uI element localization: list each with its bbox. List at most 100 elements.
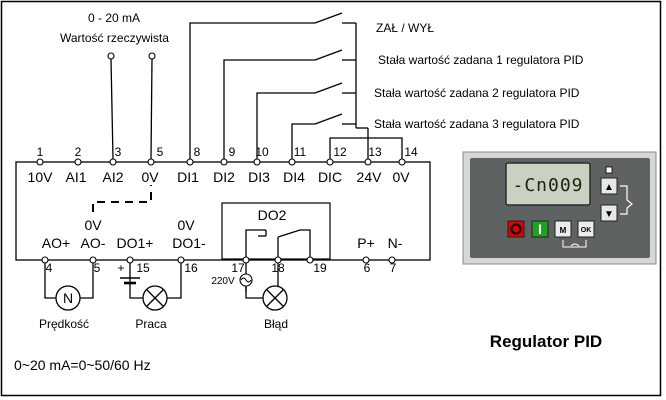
terminal-number: 2 bbox=[75, 145, 82, 159]
bottom-terminal-labels: 0V AO+ AO- DO1+ 0V DO1- DO2 P+ N- bbox=[42, 207, 403, 251]
wire-di3 bbox=[256, 92, 315, 159]
terminal-number: 15 bbox=[136, 261, 150, 275]
terminal-label: DI1 bbox=[177, 169, 199, 185]
terminal-label: AI1 bbox=[65, 169, 86, 185]
terminal-label: 0V bbox=[141, 169, 159, 185]
menu-key-label: M bbox=[560, 226, 567, 235]
terminal-point bbox=[306, 256, 314, 264]
terminal-number: 10 bbox=[255, 145, 269, 159]
terminal-point bbox=[362, 256, 370, 264]
relay-wire-left bbox=[245, 229, 266, 259]
terminal-number: 14 bbox=[404, 145, 418, 159]
up-icon: ▲ bbox=[604, 182, 614, 193]
relay-voltage: 220V bbox=[211, 276, 235, 287]
terminal-label: AI2 bbox=[102, 169, 123, 185]
sensor-point-plus bbox=[107, 52, 115, 60]
label-do1-minus: DO1- bbox=[172, 235, 206, 251]
terminal-label: 10V bbox=[28, 169, 54, 185]
terminal-point bbox=[220, 158, 228, 166]
terminal-label: 0V bbox=[392, 169, 410, 185]
stop-button[interactable] bbox=[507, 220, 525, 238]
terminal-label: DI4 bbox=[283, 169, 305, 185]
terminal-number: 16 bbox=[184, 261, 198, 275]
terminal-point bbox=[74, 158, 82, 166]
terminal-number: 3 bbox=[115, 145, 122, 159]
terminal-number: 17 bbox=[231, 261, 245, 275]
label-p-plus: P+ bbox=[357, 235, 375, 251]
label-do2: DO2 bbox=[258, 207, 287, 223]
terminal-number: 13 bbox=[368, 145, 382, 159]
wire-ai2 bbox=[110, 58, 114, 160]
terminal-point bbox=[288, 158, 296, 166]
terminal-number: 5 bbox=[94, 261, 101, 275]
relay-contact-arm bbox=[277, 229, 301, 238]
up-button[interactable]: ▲ bbox=[600, 177, 618, 195]
terminal-point bbox=[186, 158, 194, 166]
terminal-point bbox=[364, 158, 372, 166]
lamp1-wire-right bbox=[167, 263, 182, 299]
input-note-line1: 0 - 20 mA bbox=[88, 11, 140, 25]
battery-plus: + bbox=[117, 261, 124, 275]
run-button[interactable]: I bbox=[531, 220, 549, 238]
terminal-number: 1 bbox=[37, 145, 44, 159]
label-0v-do1: 0V bbox=[177, 217, 195, 233]
terminal-number: 5 bbox=[157, 145, 164, 159]
terminal-number: 11 bbox=[294, 145, 307, 159]
meter-label: Prędkość bbox=[39, 317, 89, 331]
switch-label-1: ZAŁ / WYŁ bbox=[376, 21, 434, 35]
terminal-label: 24V bbox=[357, 169, 383, 185]
lcd-display: -Cn009 bbox=[512, 175, 583, 196]
terminal-number: 9 bbox=[229, 145, 236, 159]
terminal-point bbox=[126, 256, 134, 264]
relay-wire-right bbox=[300, 229, 311, 259]
ok-button[interactable]: OK bbox=[577, 220, 595, 238]
terminal-point bbox=[147, 158, 155, 166]
label-n-minus: N- bbox=[388, 235, 403, 251]
panel-title: Regulator PID bbox=[490, 332, 602, 351]
indicator-led bbox=[605, 166, 613, 174]
down-icon: ▼ bbox=[604, 209, 614, 220]
lamp2-label: Błąd bbox=[264, 317, 288, 331]
menu-ok-bracket bbox=[562, 240, 587, 248]
terminal-label: DIC bbox=[318, 169, 342, 185]
terminal-point bbox=[36, 158, 44, 166]
terminal-number: 7 bbox=[390, 261, 397, 275]
switch-di4 bbox=[314, 113, 343, 125]
down-button[interactable]: ▼ bbox=[600, 204, 618, 222]
lamp1-label: Praca bbox=[135, 317, 167, 331]
terminal-point bbox=[177, 256, 185, 264]
dashed-internal-link bbox=[92, 185, 152, 212]
ok-key-label: OK bbox=[581, 227, 592, 234]
lamp-icon bbox=[142, 285, 168, 311]
meter-wire-left bbox=[44, 263, 56, 299]
top-terminals: 1 10V 2 AI1 3 AI2 5 0V 8 DI1 9 DI2 10 DI… bbox=[28, 145, 418, 185]
updown-bracket-icon bbox=[620, 185, 633, 215]
hand-icon bbox=[570, 243, 580, 247]
stop-icon bbox=[510, 223, 522, 235]
terminal-point bbox=[388, 256, 396, 264]
bottom-terminals: 4 5 15 16 17 18 19 6 7 bbox=[41, 256, 397, 275]
terminal-point bbox=[109, 158, 117, 166]
label-0v-ao: 0V bbox=[84, 217, 102, 233]
label-ao-minus: AO- bbox=[81, 235, 106, 251]
terminal-label: DI2 bbox=[213, 169, 235, 185]
switch-label-2: Stała wartość zadana 1 regulatora PID bbox=[378, 53, 584, 67]
terminal-number: 19 bbox=[313, 261, 327, 275]
analog-input-sensor: 0 - 20 mA Wartość rzeczywista bbox=[60, 11, 169, 160]
switch-di1 bbox=[314, 12, 343, 24]
switch-di2 bbox=[314, 49, 343, 61]
meter-symbol: N bbox=[63, 290, 73, 306]
lamp1-wire-left bbox=[129, 263, 143, 299]
terminal-point bbox=[253, 158, 261, 166]
menu-button[interactable]: M bbox=[554, 220, 572, 238]
meter-wire-right bbox=[80, 263, 94, 299]
switch-di3 bbox=[314, 82, 343, 94]
sensor-point-minus bbox=[148, 52, 156, 60]
terminal-number: 4 bbox=[46, 261, 53, 275]
lcd-screen bbox=[505, 162, 591, 206]
label-do1-plus: DO1+ bbox=[117, 235, 154, 251]
do1-lamp-circuit: + Praca bbox=[117, 261, 182, 331]
terminal-point bbox=[398, 158, 406, 166]
do2-lamp-circuit: 220V Błąd bbox=[211, 263, 288, 331]
